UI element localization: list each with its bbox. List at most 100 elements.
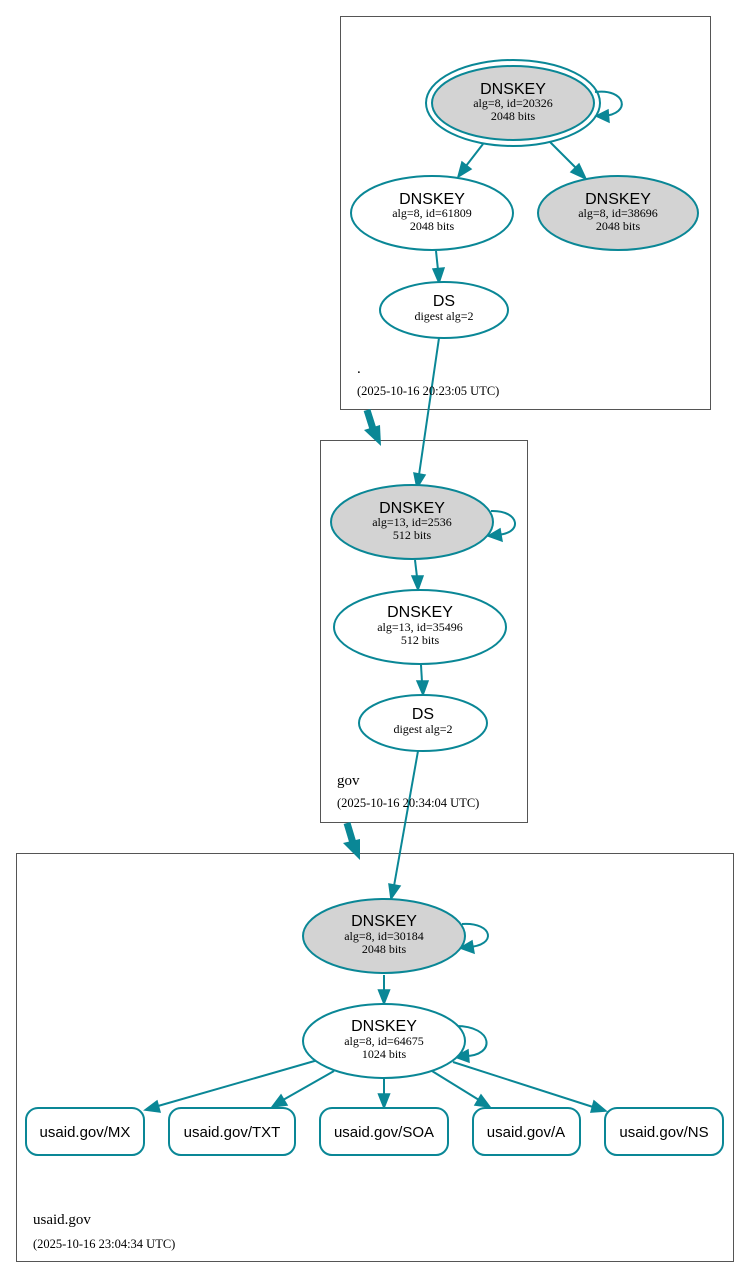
root-ds-node[interactable]: DS digest alg=2 (379, 281, 509, 339)
arrowhead (410, 575, 425, 593)
node-bits-label: 2048 bits (362, 942, 407, 956)
rrset-txt-node[interactable]: usaid.gov/TXT (168, 1107, 296, 1156)
node-type-label: DNSKEY (399, 191, 465, 208)
node-alg-label: alg=8, id=20326 (473, 96, 553, 110)
root-ksk-outer-ring (425, 59, 601, 147)
arrowhead (458, 939, 475, 955)
delegation-arrowhead (364, 425, 381, 446)
edge-gov-ksk-self (490, 509, 516, 536)
arrowhead (377, 989, 391, 1007)
root-zsk-node[interactable]: DNSKEY alg=8, id=61809 2048 bits (350, 175, 514, 251)
rrset-label: usaid.gov/NS (619, 1124, 708, 1141)
rrset-ns-node[interactable]: usaid.gov/NS (604, 1107, 724, 1156)
root-standby-ellipse (537, 175, 699, 251)
arrowhead (456, 160, 473, 179)
arrowhead (270, 1093, 289, 1108)
edge-root-ksk-to-zsk (465, 143, 484, 167)
arrowhead (594, 108, 610, 124)
node-type-label: DNSKEY (585, 191, 651, 208)
delegation-arrowhead (343, 839, 360, 860)
node-type-label: DNSKEY (480, 81, 546, 98)
node-digest-label: digest alg=2 (393, 722, 452, 736)
arrowhead (569, 162, 588, 181)
node-type-label: DNSKEY (351, 913, 417, 930)
node-bits-label: 2048 bits (491, 109, 536, 123)
usaid-zsk-ellipse (302, 1003, 466, 1079)
node-alg-label: alg=8, id=38696 (578, 206, 658, 220)
rrset-label: usaid.gov/TXT (184, 1124, 281, 1141)
usaid-zsk-node[interactable]: DNSKEY alg=8, id=64675 1024 bits (302, 1003, 466, 1079)
node-bits-label: 2048 bits (596, 219, 641, 233)
arrowhead (473, 1093, 492, 1108)
node-alg-label: alg=8, id=61809 (392, 206, 472, 220)
rrset-box (604, 1107, 724, 1156)
arrowhead (388, 883, 402, 902)
zone-timestamp-root: (2025-10-16 20:23:05 UTC) (357, 384, 499, 398)
node-bits-label: 2048 bits (410, 219, 455, 233)
edge-zsk-to-txt (282, 1070, 335, 1101)
rrset-label: usaid.gov/MX (40, 1124, 131, 1141)
node-alg-label: alg=8, id=30184 (344, 929, 424, 943)
gov-zsk-node[interactable]: DNSKEY alg=13, id=35496 512 bits (333, 589, 507, 665)
edge-zsk-to-a (431, 1070, 480, 1101)
edge-root-zsk-to-ds (435, 250, 439, 271)
node-alg-label: alg=13, id=35496 (377, 620, 463, 634)
edge-root-ksk-to-standby (549, 141, 577, 169)
node-type-label: DNSKEY (387, 604, 453, 621)
rrset-box (472, 1107, 581, 1156)
zone-name-gov: gov (337, 773, 360, 789)
gov-ds-ellipse (358, 694, 488, 752)
node-type-label: DS (433, 293, 455, 310)
usaid-ksk-node[interactable]: DNSKEY alg=8, id=30184 2048 bits (302, 898, 466, 974)
zone-name-usaid: usaid.gov (33, 1212, 91, 1228)
arrowhead (431, 267, 446, 286)
rrset-soa-node[interactable]: usaid.gov/SOA (319, 1107, 449, 1156)
rrset-label: usaid.gov/A (487, 1124, 565, 1141)
gov-ksk-node[interactable]: DNSKEY alg=13, id=2536 512 bits (330, 484, 494, 560)
edge-usaid-ksk-self (461, 922, 489, 948)
gov-ds-node[interactable]: DS digest alg=2 (358, 694, 488, 752)
edge-root-ksk-self (594, 90, 623, 117)
zone-timestamp-usaid: (2025-10-16 23:04:34 UTC) (33, 1237, 175, 1251)
node-type-label: DS (412, 706, 434, 723)
root-ksk-ellipse (431, 65, 595, 141)
node-bits-label: 512 bits (401, 633, 440, 647)
node-alg-label: alg=13, id=2536 (372, 515, 452, 529)
rrset-box (25, 1107, 145, 1156)
rrset-a-node[interactable]: usaid.gov/A (472, 1107, 581, 1156)
edge-gov-ds-to-usaid-ksk (393, 750, 419, 887)
arrowhead (143, 1099, 162, 1113)
delegation-arrow-gov-to-usaid (343, 821, 357, 845)
node-bits-label: 512 bits (393, 528, 432, 542)
edge-zsk-to-ns (452, 1061, 594, 1108)
node-bits-label: 1024 bits (362, 1047, 407, 1061)
edge-usaid-zsk-self (455, 1025, 488, 1057)
rrset-box (319, 1107, 449, 1156)
edge-zsk-to-mx (157, 1059, 319, 1107)
edge-gov-zsk-to-ds (420, 664, 423, 683)
gov-ksk-ellipse (330, 484, 494, 560)
node-type-label: DNSKEY (379, 500, 445, 517)
zone-name-root: . (357, 361, 361, 377)
gov-zsk-ellipse (333, 589, 507, 665)
node-type-label: DNSKEY (351, 1018, 417, 1035)
arrowhead (377, 1093, 391, 1111)
usaid-ksk-ellipse (302, 898, 466, 974)
root-standby-node[interactable]: DNSKEY alg=8, id=38696 2048 bits (537, 175, 699, 251)
rrset-mx-node[interactable]: usaid.gov/MX (25, 1107, 145, 1156)
arrowhead (415, 680, 430, 698)
arrowhead (486, 527, 503, 543)
rrset-box (168, 1107, 296, 1156)
rrset-label: usaid.gov/SOA (334, 1124, 434, 1141)
node-digest-label: digest alg=2 (414, 309, 473, 323)
root-ksk-node[interactable]: DNSKEY alg=8, id=20326 2048 bits (425, 59, 601, 147)
edge-gov-ksk-to-zsk (414, 559, 418, 578)
edge-root-ds-to-gov-ksk (418, 337, 440, 476)
node-alg-label: alg=8, id=64675 (344, 1034, 424, 1048)
root-zsk-ellipse (350, 175, 514, 251)
delegation-arrow-root-to-gov (363, 408, 377, 431)
zone-timestamp-gov: (2025-10-16 20:34:04 UTC) (337, 796, 479, 810)
root-ds-ellipse (379, 281, 509, 339)
arrowhead (589, 1099, 608, 1113)
